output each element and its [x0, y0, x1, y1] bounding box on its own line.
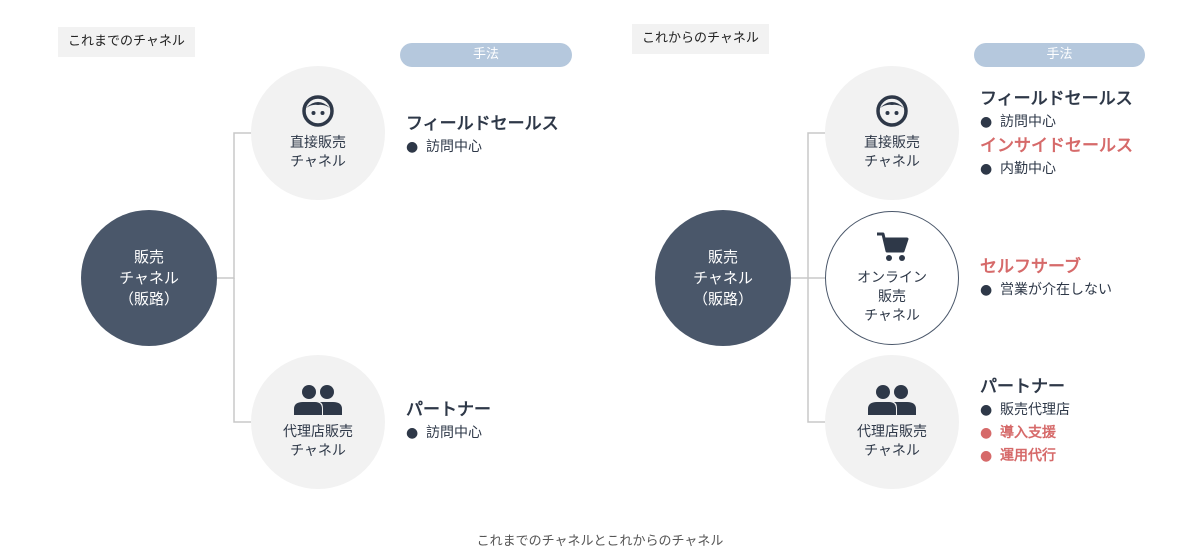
left-method-partner: パートナー ●訪問中心 — [406, 398, 491, 445]
hub-line: チャネル — [119, 268, 179, 287]
right-method-direct: フィールドセールス ●訪問中心 インサイドセールス ●内勤中心 — [980, 87, 1133, 181]
left-node-direct: 直接販売 チャネル — [251, 66, 385, 200]
bullet-icon: ● — [980, 425, 993, 441]
right-node-partner: 代理店販売 チャネル — [825, 355, 959, 489]
method-item: ●営業が介在しない — [980, 279, 1112, 302]
method-title: パートナー — [980, 377, 1065, 397]
cart-icon — [877, 232, 909, 261]
method-item-highlight: ●運用代行 — [980, 445, 1070, 468]
connector-right-partner — [807, 278, 825, 423]
right-section-tag: これからのチャネル — [632, 24, 769, 54]
node-label: チャネル — [290, 154, 346, 170]
right-method-header: 手法 — [974, 43, 1145, 67]
bullet-icon: ● — [980, 448, 993, 464]
method-title-highlight: インサイドセールス — [980, 136, 1133, 156]
bullet-icon: ● — [980, 402, 993, 418]
right-method-partner: パートナー ●販売代理店 ●導入支援 ●運用代行 — [980, 375, 1070, 468]
left-section-tag: これまでのチャネル — [58, 27, 195, 57]
right-method-online: セルフサーブ ●営業が介在しない — [980, 255, 1112, 302]
hub-line: 販売 — [707, 247, 738, 266]
node-label: チャネル — [864, 307, 920, 324]
right-node-online: オンライン 販売 チャネル — [825, 211, 959, 345]
node-label: 代理店販売 — [283, 424, 353, 440]
method-item: ●訪問中心 — [406, 136, 559, 159]
left-method-header: 手法 — [400, 43, 572, 67]
hub-line: （販路） — [692, 289, 753, 308]
connector-left-direct — [217, 132, 251, 279]
method-item: ●販売代理店 — [980, 399, 1070, 422]
left-hub: 販売 チャネル （販路） — [81, 210, 217, 346]
bullet-icon: ● — [406, 425, 419, 441]
right-hub: 販売 チャネル （販路） — [655, 210, 791, 346]
hub-line: （販路） — [118, 289, 179, 308]
method-title: パートナー — [406, 400, 491, 420]
method-item: ●訪問中心 — [980, 111, 1133, 134]
person-icon — [876, 95, 908, 127]
method-title: フィールドセールス — [980, 89, 1133, 109]
method-item-highlight: ●導入支援 — [980, 422, 1070, 445]
node-label: 販売 — [878, 288, 906, 305]
node-label: チャネル — [864, 154, 920, 170]
hub-line: 販売 — [133, 247, 164, 266]
connector-left-partner — [233, 278, 251, 423]
left-method-field-sales: フィールドセールス ●訪問中心 — [406, 112, 559, 159]
node-label: チャネル — [864, 443, 920, 459]
node-label: 直接販売 — [290, 135, 346, 151]
connector-right-direct — [790, 132, 825, 279]
bullet-icon: ● — [980, 161, 993, 177]
figure-caption: これまでのチャネルとこれからのチャネル — [476, 534, 724, 549]
right-node-direct: 直接販売 チャネル — [825, 66, 959, 200]
hub-line: チャネル — [693, 268, 753, 287]
group-icon — [868, 385, 916, 415]
left-node-partner: 代理店販売 チャネル — [251, 355, 385, 489]
method-title-highlight: セルフサーブ — [980, 257, 1081, 277]
bullet-icon: ● — [406, 139, 419, 155]
method-item: ●内勤中心 — [980, 158, 1133, 181]
node-label: 代理店販売 — [857, 424, 927, 440]
method-title: フィールドセールス — [406, 114, 559, 134]
node-label: 直接販売 — [864, 135, 920, 151]
bullet-icon: ● — [980, 114, 993, 130]
method-item: ●訪問中心 — [406, 422, 491, 445]
group-icon — [294, 385, 342, 415]
node-label: オンライン — [857, 269, 927, 286]
node-label: チャネル — [290, 443, 346, 459]
bullet-icon: ● — [980, 282, 993, 298]
person-icon — [302, 95, 334, 127]
